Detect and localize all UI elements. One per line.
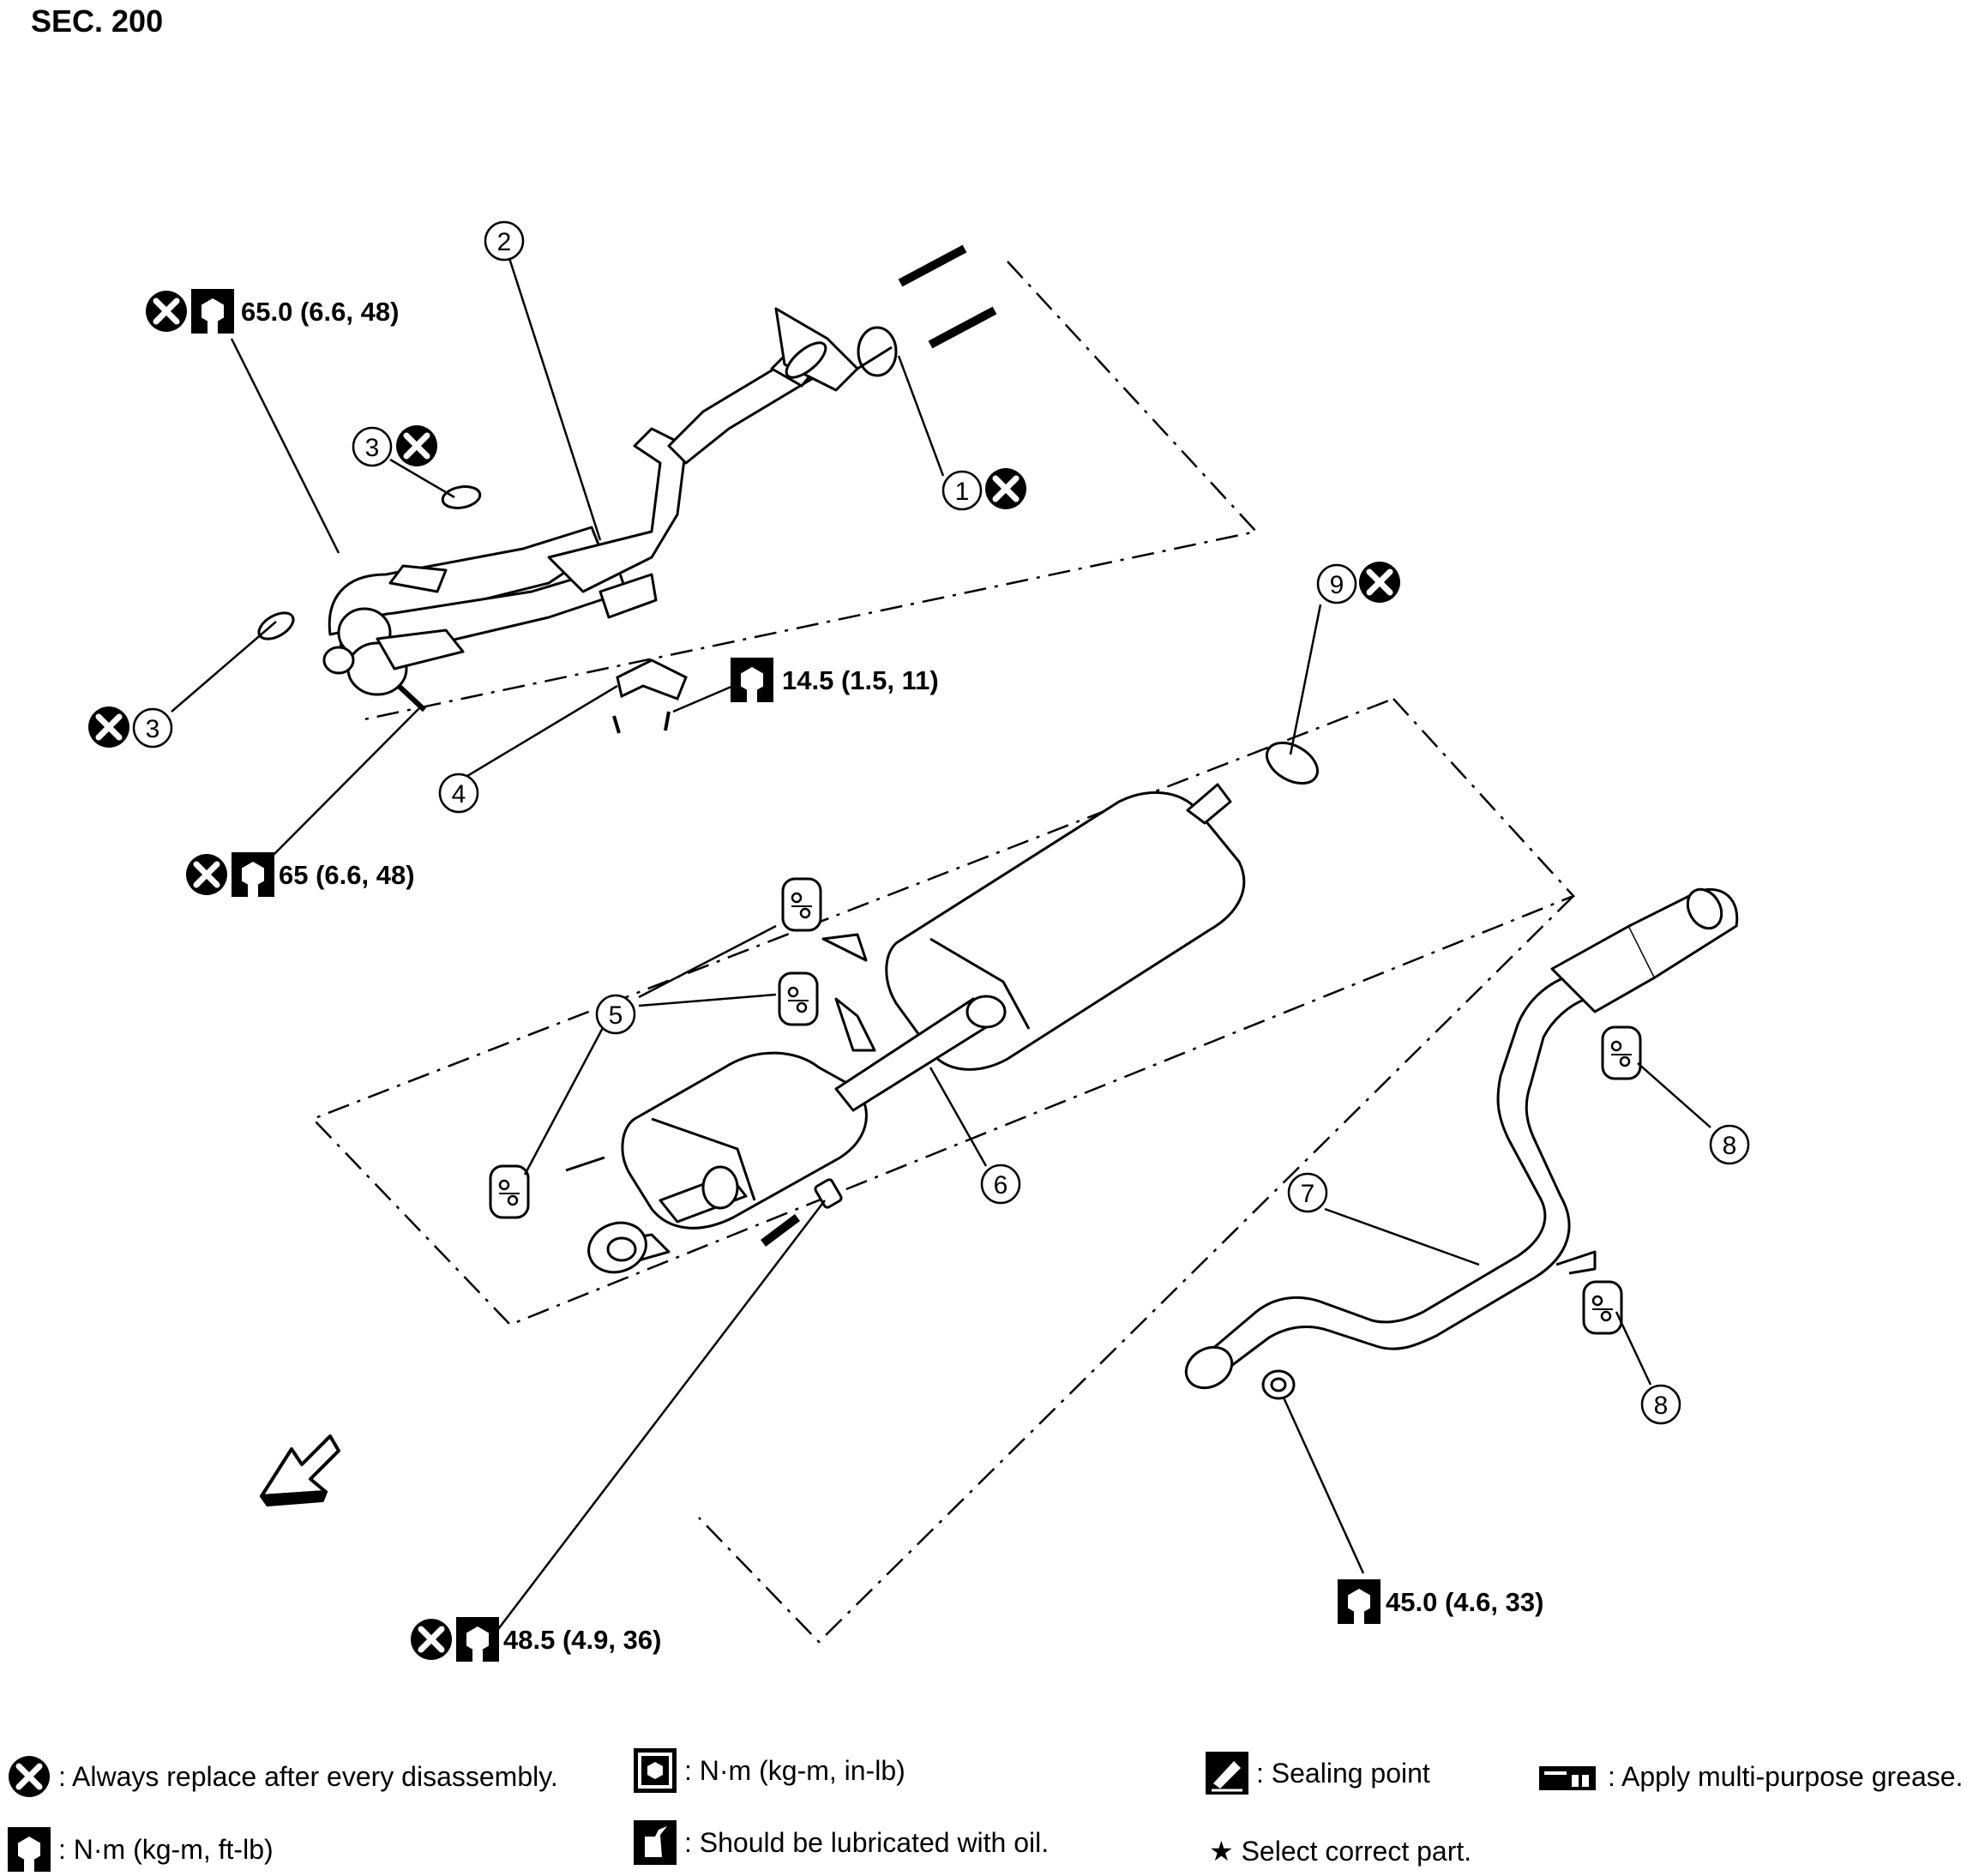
front-flange-hardware	[257, 244, 997, 713]
replace-icon	[7, 1754, 51, 1799]
callout-numbers: 1 2 3 3 4 5 6 7 8 8 9	[146, 228, 1737, 1420]
replace-icon	[1359, 562, 1400, 603]
gasket-9	[1266, 741, 1319, 785]
torque-wrench-icon	[731, 658, 773, 702]
assembly-boundaries	[310, 261, 1576, 1644]
rear-tube-boundary	[698, 895, 1574, 1644]
torque-wrench-icon	[8, 1827, 51, 1872]
legend-replace-text: : Always replace after every disassembly…	[58, 1760, 558, 1792]
legend-oil: : Should be lubricated with oil.	[633, 1819, 1049, 1866]
rear-nut	[1261, 1369, 1296, 1400]
legend-sealing: : Sealing point	[1205, 1751, 1430, 1795]
callout-circles	[132, 220, 1750, 1425]
callout-8-lower: 8	[1654, 1392, 1669, 1420]
callout-3-lower: 3	[146, 715, 160, 743]
legend-grease-text: : Apply multi-purpose grease.	[1608, 1761, 1964, 1792]
callout-4: 4	[452, 780, 466, 809]
replace-icon	[186, 854, 227, 895]
replace-icon	[146, 291, 187, 332]
legend-star-text: ★ Select correct part.	[1209, 1836, 1472, 1867]
rubber-mount-5c	[489, 1164, 530, 1219]
front-direction-arrow-icon	[260, 1434, 340, 1506]
rear-exhaust-tube	[1184, 887, 1739, 1390]
legend-nm-inlb-text: : N·m (kg-m, in-lb)	[684, 1754, 905, 1786]
legend-sealing-text: : Sealing point	[1256, 1757, 1430, 1789]
legend-select-part: ★ Select correct part.	[1209, 1835, 1471, 1867]
legend-grease: : Apply multi-purpose grease.	[1539, 1761, 1963, 1793]
leader-lines	[171, 252, 1711, 1637]
callout-6: 6	[994, 1171, 1008, 1200]
callout-5: 5	[609, 1001, 623, 1030]
torque-wrench-icon	[1338, 1579, 1381, 1624]
center-hardware	[761, 1178, 843, 1247]
legend-nm-ftlb-text: : N·m (kg-m, ft-lb)	[58, 1833, 274, 1865]
callout-3-upper: 3	[365, 434, 380, 462]
sealing-point-icon	[1206, 1752, 1248, 1795]
rubber-mount-8b	[1582, 1280, 1623, 1335]
torque-spec-center-bottom: 48.5 (4.9, 36)	[503, 1625, 661, 1655]
section-title: SEC. 200	[31, 3, 164, 39]
torque-wrench-icon	[232, 852, 274, 897]
torque-wrench-inlb-icon	[634, 1748, 677, 1793]
oil-can-icon	[634, 1820, 677, 1865]
replace-icon	[411, 1619, 452, 1660]
rubber-mount-8a	[1601, 1025, 1642, 1080]
callout-2: 2	[497, 228, 512, 256]
legend-oil-text: : Should be lubricated with oil.	[684, 1826, 1050, 1858]
callout-1: 1	[955, 478, 970, 506]
legend-replace: : Always replace after every disassembly…	[7, 1754, 558, 1799]
torque-wrench-icon	[456, 1617, 499, 1662]
center-muffler-boundary	[310, 697, 1576, 1326]
torque-spec-labels: 65.0 (6.6, 48) 65 (6.6, 48) 14.5 (1.5, 1…	[241, 297, 1543, 1655]
rubber-mount-5a	[781, 877, 822, 932]
torque-spec-mid-left: 65 (6.6, 48)	[279, 860, 415, 890]
replace-icons	[88, 291, 1400, 1660]
replace-icon	[88, 707, 129, 748]
replace-icon	[396, 425, 437, 466]
replace-icon	[985, 468, 1026, 509]
bracket-part	[612, 658, 688, 734]
front-exhaust-tube	[322, 307, 859, 696]
rubber-mount-5b	[778, 971, 819, 1026]
torque-wrench-icon	[191, 289, 234, 334]
center-muffler-assembly	[565, 783, 1246, 1274]
torque-spec-right-bottom: 45.0 (4.6, 33)	[1386, 1587, 1543, 1617]
grease-gun-icon	[1539, 1765, 1596, 1790]
callout-9: 9	[1330, 571, 1344, 599]
callout-8-upper: 8	[1723, 1132, 1737, 1160]
legend-nm-inlb: : N·m (kg-m, in-lb)	[633, 1747, 905, 1794]
callout-7: 7	[1301, 1180, 1315, 1208]
torque-spec-bracket: 14.5 (1.5, 11)	[782, 665, 939, 695]
legend-nm-ftlb: : N·m (kg-m, ft-lb)	[7, 1826, 274, 1873]
torque-spec-top-left: 65.0 (6.6, 48)	[241, 297, 399, 327]
